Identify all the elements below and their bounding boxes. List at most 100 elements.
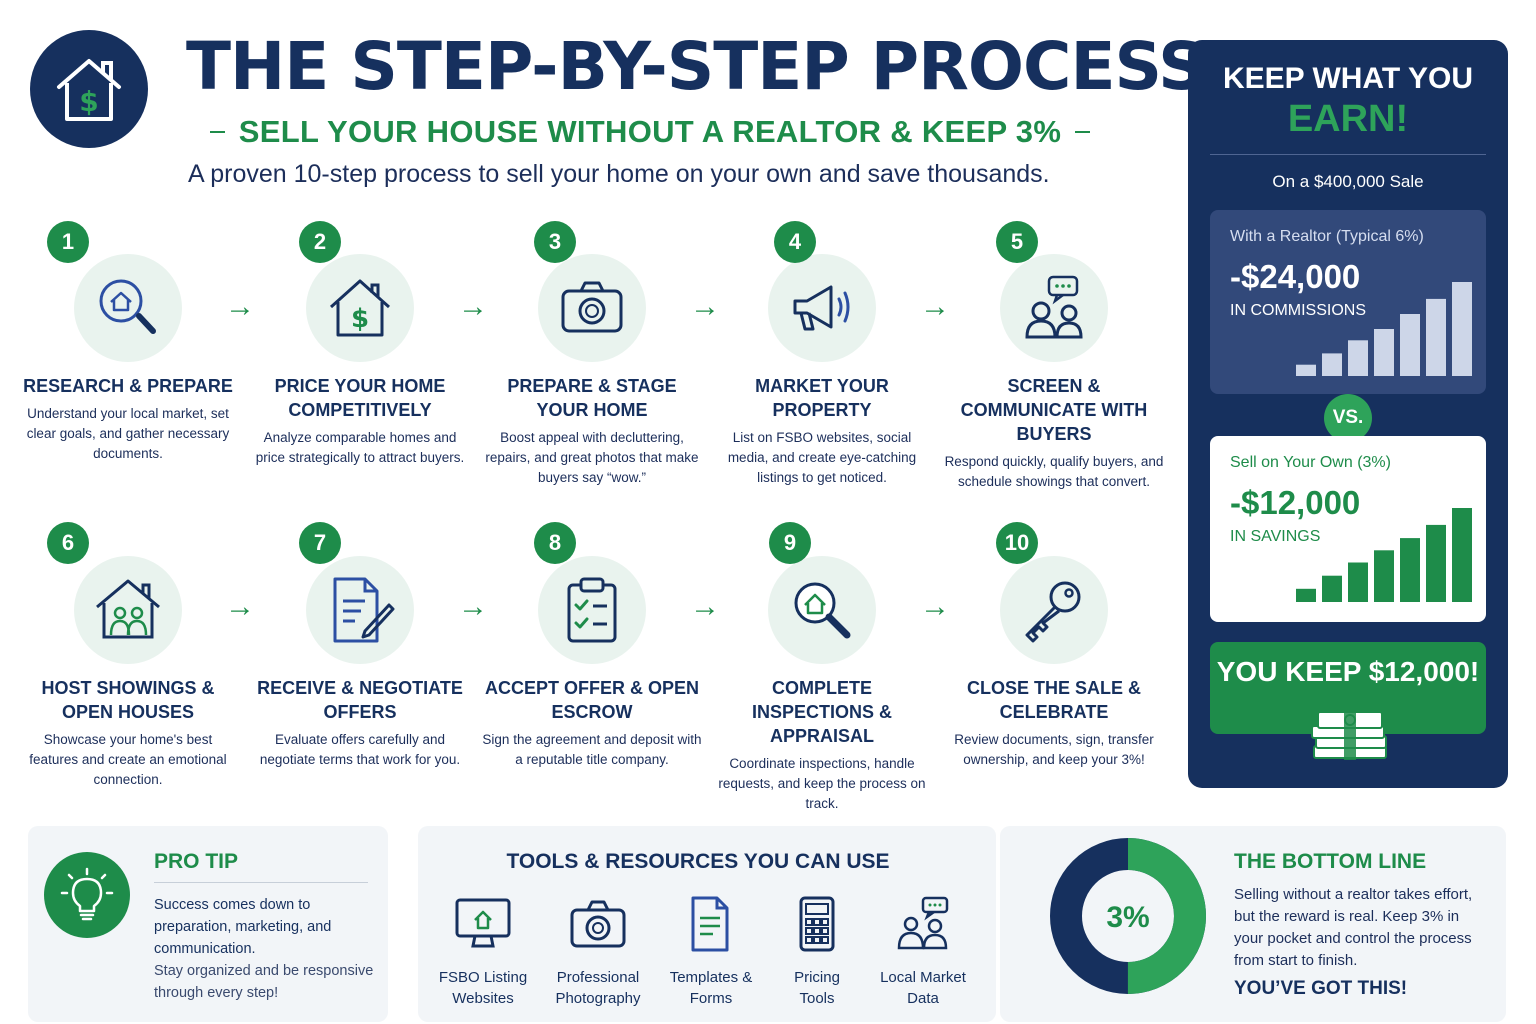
step-number: 6 (47, 522, 89, 564)
own-caption: IN SAVINGS (1230, 528, 1321, 545)
step-number: 8 (534, 522, 576, 564)
bar-graphic-bar (1426, 298, 1446, 376)
step-title: RESEARCH & PREPARE (23, 376, 233, 396)
people-chat-icon (1025, 275, 1083, 339)
house-dollar-icon: $ (329, 279, 391, 337)
pro-tip-divider (154, 882, 368, 883)
step-number: 5 (996, 221, 1038, 263)
step-title: PRICE YOUR HOME COMPETITIVELY (274, 376, 446, 420)
key-icon (1025, 581, 1081, 643)
tool-item: Templates & Forms (661, 896, 761, 1009)
percentage-donut-graphic: 3% (1050, 838, 1206, 994)
page-subtitle: SELL YOUR HOUSE WITHOUT A REALTOR & KEEP… (238, 114, 1062, 149)
bar-graphic-bar (1374, 550, 1394, 602)
arrow-right-icon: → (458, 290, 488, 323)
calculator-icon (799, 896, 835, 952)
step-icon-circle (74, 556, 182, 664)
house-dollar-logo-icon: $ (57, 59, 121, 121)
step-desc: Evaluate offers carefully and negotiate … (259, 732, 461, 767)
lightbulb-icon (60, 867, 114, 921)
tool-label-line2: Tools (799, 990, 835, 1007)
step-desc: Review documents, sign, transfer ownersh… (954, 732, 1154, 767)
arrow-right-icon: → (458, 590, 488, 623)
step-8: ACCEPT OFFER & OPEN ESCROW Sign the agre… (482, 556, 702, 770)
step-icon-circle: $ (306, 254, 414, 362)
step-desc: Respond quickly, qualify buyers, and sch… (944, 454, 1164, 489)
step-1: RESEARCH & PREPARE Understand your local… (18, 254, 238, 464)
step-10: CLOSE THE SALE & CELEBRATE Review docume… (944, 556, 1164, 770)
step-icon-circle (538, 556, 646, 664)
megaphone-icon (793, 285, 850, 331)
realtor-label: With a Realtor (Typical 6%) (1230, 228, 1424, 245)
monitor-house-icon (455, 898, 511, 948)
bar-graphic-bar (1374, 329, 1394, 376)
step-number: 2 (299, 221, 341, 263)
tip-icon-circle (44, 852, 130, 938)
money-stack-icon (1311, 710, 1387, 760)
step-icon-circle (768, 556, 876, 664)
pro-tip-body: Stay organized and be responsive through… (154, 963, 374, 1001)
lead-text: A proven 10-step process to sell your ho… (188, 160, 1050, 188)
step-number: 3 (534, 221, 576, 263)
bar-graphic-bar (1400, 538, 1420, 602)
bar-graphic-bar (1400, 314, 1420, 376)
panel-divider (1210, 154, 1486, 155)
pro-tip-title: PRO TIP (154, 850, 239, 873)
step-desc: Analyze comparable homes and price strat… (255, 430, 465, 465)
tool-label-line2: Photography (555, 990, 641, 1007)
step-desc: Coordinate inspections, handle requests,… (718, 756, 926, 811)
step-7: RECEIVE & NEGOTIATE OFFERS Evaluate offe… (250, 556, 470, 770)
sale-price-label: On a $400,000 Sale (1272, 172, 1424, 191)
tool-label-line2: Forms (689, 990, 733, 1007)
subtitle-row: SELL YOUR HOUSE WITHOUT A REALTOR & KEEP… (210, 114, 1090, 150)
bottom-line-box: 3% THE BOTTOM LINE Selling without a rea… (1000, 826, 1506, 1022)
step-icon-circle (538, 254, 646, 362)
step-3: PREPARE & STAGE YOUR HOME Boost appeal w… (482, 254, 702, 488)
step-number: 4 (774, 221, 816, 263)
own-label: Sell on Your Own (3%) (1230, 454, 1391, 471)
arrow-right-icon: → (690, 290, 720, 323)
keep-amount: YOU KEEP $12,000! (1216, 656, 1480, 687)
tools-title: TOOLS & RESOURCES YOU CAN USE (506, 850, 890, 873)
bar-graphic-bar (1296, 364, 1316, 376)
step-icon-circle (74, 254, 182, 362)
step-9: COMPLETE INSPECTIONS & APPRAISAL Coordin… (712, 556, 932, 814)
subtitle-rule-left (210, 131, 225, 133)
panel-title-highlight: EARN! (1287, 98, 1409, 140)
own-amount: -$12,000 (1230, 484, 1361, 521)
step-title: RECEIVE & NEGOTIATE OFFERS (257, 678, 463, 722)
step-number: 1 (47, 221, 89, 263)
bar-graphic-bar (1348, 562, 1368, 602)
keep-banner: YOU KEEP $12,000! (1210, 642, 1486, 760)
tool-label-line2: Websites (452, 990, 514, 1007)
bar-graphic-bar (1322, 575, 1342, 602)
step-icon-circle (1000, 556, 1108, 664)
realtor-bar-graphic (1296, 282, 1472, 376)
svg-text:$: $ (79, 85, 98, 118)
inspection-magnifier-icon (794, 582, 851, 639)
step-2: $ PRICE YOUR HOME COMPETITIVELY Analyze … (250, 254, 470, 468)
step-title: ACCEPT OFFER & OPEN ESCROW (484, 678, 699, 722)
bar-graphic-bar (1322, 353, 1342, 376)
tool-label: Templates & Forms (661, 967, 761, 1009)
step-desc: Showcase your home's best features and c… (29, 732, 227, 787)
step-5: SCREEN & COMMUNICATE WITH BUYERS Respond… (944, 254, 1164, 492)
page-title: THE STEP-BY-STEP PROCESS (186, 28, 1206, 105)
arrow-right-icon: → (690, 590, 720, 623)
savings-panel: KEEP WHAT YOU EARN! On a $400,000 Sale W… (1188, 40, 1508, 788)
step-icon-circle (1000, 254, 1108, 362)
bar-graphic-bar (1296, 588, 1316, 602)
tool-label-line1: Templates & (669, 969, 753, 986)
step-title: PREPARE & STAGE YOUR HOME (507, 376, 677, 420)
step-6: HOST SHOWINGS & OPEN HOUSES Showcase you… (18, 556, 238, 790)
tool-label-line1: Pricing (794, 969, 840, 986)
step-4: MARKET YOUR PROPERTY List on FSBO websit… (712, 254, 932, 488)
document-icon (691, 896, 729, 952)
arrow-right-icon: → (225, 590, 255, 623)
